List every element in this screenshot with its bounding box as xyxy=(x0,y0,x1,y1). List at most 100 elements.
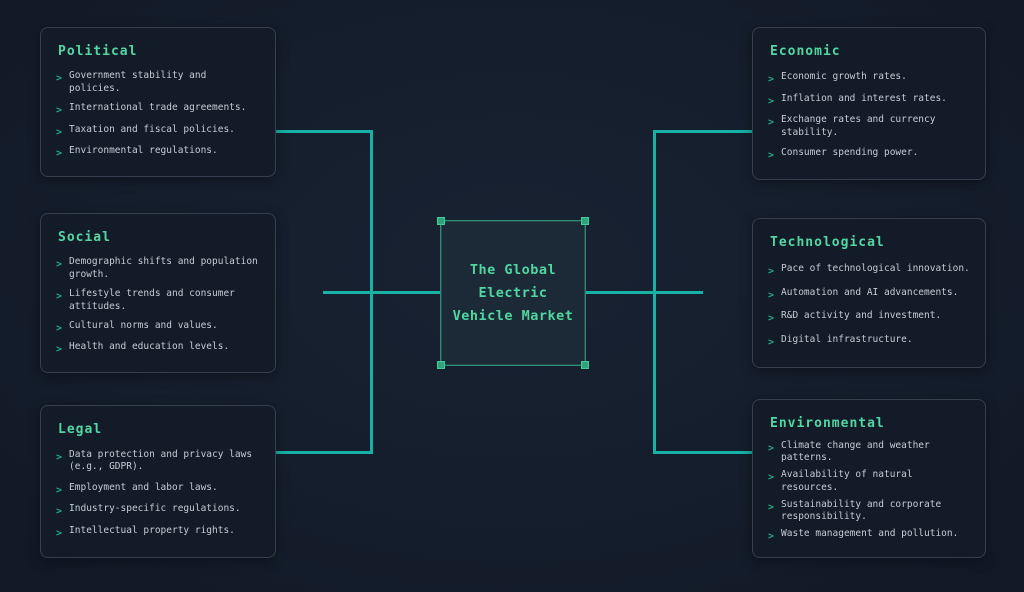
chevron-bullet-icon: > xyxy=(56,506,63,518)
chevron-bullet-icon: > xyxy=(768,472,775,484)
item-text: Government stability and policies. xyxy=(69,70,207,94)
resize-handle-bottom-right[interactable] xyxy=(581,361,589,369)
center-title-line: Electric xyxy=(478,284,548,301)
node-political[interactable]: Political > Government stability and poli… xyxy=(40,27,276,177)
connector-left-middle xyxy=(323,291,440,294)
item-text: Intellectual property rights. xyxy=(69,525,235,537)
item-text: Pace of technological innovation. xyxy=(781,263,970,275)
node-social-title: Social xyxy=(58,230,111,245)
chevron-bullet-icon: > xyxy=(768,336,775,348)
node-legal-title: Legal xyxy=(58,422,103,437)
list-item: > Inflation and interest rates. xyxy=(768,93,973,107)
chevron-bullet-icon: > xyxy=(768,442,775,454)
center-topic-title: The Global Electric Vehicle Market xyxy=(453,259,574,328)
item-text: Exchange rates and currency stability. xyxy=(781,114,936,138)
chevron-bullet-icon: > xyxy=(56,73,63,85)
list-item: > Data protection and privacy laws (e.g.,… xyxy=(56,449,263,474)
chevron-bullet-icon: > xyxy=(768,266,775,278)
chevron-bullet-icon: > xyxy=(56,451,63,463)
node-political-title: Political xyxy=(58,44,138,59)
chevron-bullet-icon: > xyxy=(56,291,63,302)
list-item: > Availability of natural resources. xyxy=(768,469,973,494)
item-text: Economic growth rates. xyxy=(781,70,907,82)
item-text: Health and education levels. xyxy=(69,341,230,352)
node-legal-items: > Data protection and privacy laws (e.g.,… xyxy=(41,439,275,557)
item-text: Consumer spending power. xyxy=(781,147,919,159)
list-item: >Automation and AI advancements. xyxy=(768,287,973,301)
list-item: > Lifestyle trends and consumer attitudes… xyxy=(56,288,263,313)
item-text: Waste management and pollution. xyxy=(781,528,959,540)
chevron-bullet-icon: > xyxy=(768,313,775,325)
list-item: > Health and education levels. xyxy=(56,341,263,355)
item-text: Demographic shifts and population growth… xyxy=(69,256,258,280)
chevron-bullet-icon: > xyxy=(56,126,63,138)
list-item: > Consumer spending power. xyxy=(768,147,973,161)
chevron-bullet-icon: > xyxy=(56,344,63,355)
node-legal[interactable]: Legal > Data protection and privacy laws … xyxy=(40,405,276,558)
list-item: > Demographic shifts and population growt… xyxy=(56,256,263,281)
item-text: Automation and AI advancements. xyxy=(781,286,959,298)
item-text: Employment and labor laws. xyxy=(69,481,218,493)
chevron-bullet-icon: > xyxy=(768,95,775,107)
item-text: International trade agreements. xyxy=(69,102,247,114)
list-item: > Cultural norms and values. xyxy=(56,320,263,334)
resize-handle-top-left[interactable] xyxy=(437,217,445,225)
node-social[interactable]: Social > Demographic shifts and populatio… xyxy=(40,213,276,373)
list-item: > R&D activity and investment. xyxy=(768,310,973,324)
node-social-items: > Demographic shifts and population growt… xyxy=(41,247,275,372)
chevron-bullet-icon: > xyxy=(768,117,775,129)
list-item: > Government stability and policies. xyxy=(56,70,263,95)
center-title-line: The Global xyxy=(469,261,557,278)
node-economic-items: > Economic growth rates. > Inflation and i… xyxy=(753,61,985,179)
item-text: Climate change and weather patterns. xyxy=(781,439,930,464)
item-text: Environmental regulations. xyxy=(69,144,218,156)
node-technological[interactable]: Technological >Pace of technological inn… xyxy=(752,218,986,368)
list-item: > Intellectual property rights. xyxy=(56,525,263,539)
list-item: > Sustainability and corporate responsibi… xyxy=(768,499,973,524)
node-technological-items: >Pace of technological innovation. >Auto… xyxy=(753,252,985,367)
list-item: > Environmental regulations. xyxy=(56,145,263,159)
item-text: Sustainability and corporate responsibil… xyxy=(781,498,942,523)
chevron-bullet-icon: > xyxy=(56,323,63,334)
node-political-items: > Government stability and policies. > Int… xyxy=(41,61,275,176)
list-item: >Waste management and pollution. xyxy=(768,528,973,542)
connector-right-bottom xyxy=(653,451,752,454)
item-text: Lifestyle trends and consumer attitudes. xyxy=(69,288,235,312)
list-item: > Industry-specific regulations. xyxy=(56,503,263,517)
resize-handle-bottom-left[interactable] xyxy=(437,361,445,369)
node-environmental-items: > Climate change and weather patterns. > A… xyxy=(753,433,985,557)
node-environmental-title: Environmental xyxy=(770,416,885,431)
chevron-bullet-icon: > xyxy=(56,528,63,540)
list-item: > Climate change and weather patterns. xyxy=(768,440,973,465)
node-economic[interactable]: Economic > Economic growth rates. > Inflat… xyxy=(752,27,986,180)
resize-handle-top-right[interactable] xyxy=(581,217,589,225)
chevron-bullet-icon: > xyxy=(768,150,775,162)
list-item: > International trade agreements. xyxy=(56,102,263,116)
item-text: Taxation and fiscal policies. xyxy=(69,123,235,135)
node-economic-title: Economic xyxy=(770,44,841,59)
item-text: Industry-specific regulations. xyxy=(69,503,241,515)
connector-left-bottom xyxy=(276,451,373,454)
item-text: Data protection and privacy laws (e.g., … xyxy=(69,448,253,473)
node-center-topic[interactable]: The Global Electric Vehicle Market xyxy=(437,217,589,369)
item-text: R&D activity and investment. xyxy=(781,310,942,322)
item-text: Digital infrastructure. xyxy=(781,333,913,345)
list-item: > Employment and labor laws. xyxy=(56,482,263,496)
list-item: > Digital infrastructure. xyxy=(768,334,973,348)
node-environmental[interactable]: Environmental > Climate change and weathe… xyxy=(752,399,986,558)
chevron-bullet-icon: > xyxy=(56,105,63,117)
center-title-line: Vehicle Market xyxy=(452,307,574,324)
item-text: Availability of natural resources. xyxy=(781,469,913,493)
list-item: > Economic growth rates. xyxy=(768,71,973,85)
list-item: > Taxation and fiscal policies. xyxy=(56,124,263,138)
item-text: Cultural norms and values. xyxy=(69,320,218,331)
item-text: Inflation and interest rates. xyxy=(781,92,947,104)
list-item: > Exchange rates and currency stability. xyxy=(768,114,973,139)
chevron-bullet-icon: > xyxy=(768,73,775,85)
chevron-bullet-icon: > xyxy=(768,501,775,513)
chevron-bullet-icon: > xyxy=(56,259,63,270)
chevron-bullet-icon: > xyxy=(56,484,63,496)
connector-right-middle xyxy=(586,291,703,294)
chevron-bullet-icon: > xyxy=(56,147,63,159)
